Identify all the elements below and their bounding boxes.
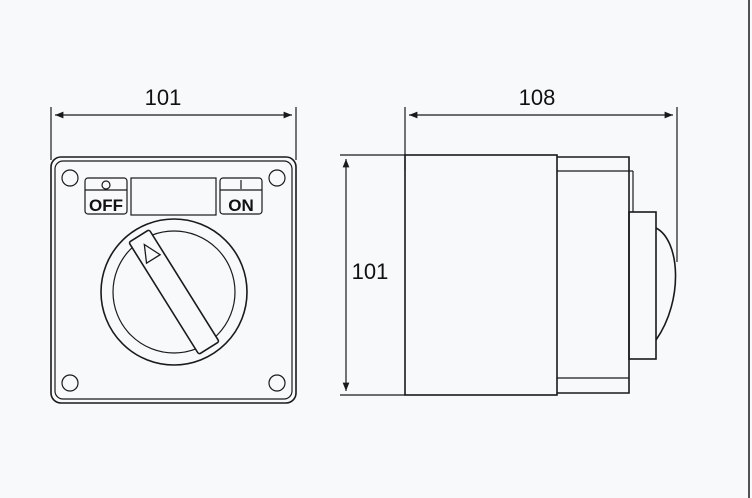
knob-inner-ring (112, 230, 236, 354)
knob-handle (128, 229, 220, 355)
mounting-hole-bottom-right (268, 374, 286, 392)
off-circle-icon (101, 180, 111, 190)
front-width-dimension: 101 (50, 85, 297, 160)
on-label: ON (228, 196, 254, 215)
knob-profile-base (628, 211, 657, 360)
off-indicator: OFF (84, 177, 128, 215)
mounting-hole-top-right (268, 169, 286, 187)
side-body (404, 154, 558, 396)
side-view: 108 101 (340, 85, 678, 396)
knob-outer-ring (100, 218, 248, 366)
front-plate-inner (54, 160, 293, 400)
side-height-dimension: 101 (340, 154, 405, 396)
knob-arrow-icon (143, 243, 162, 265)
on-indicator: ON (219, 177, 263, 215)
mounting-hole-bottom-left (61, 374, 79, 392)
knob-profile-dome (655, 227, 677, 341)
side-height-label: 101 (352, 259, 389, 284)
front-view: 101 OFF ON (50, 85, 297, 404)
rotary-knob (100, 218, 248, 366)
side-depth-dimension: 108 (404, 85, 678, 262)
front-width-label: 101 (145, 85, 182, 110)
rear-housing (557, 156, 634, 394)
mounting-hole-top-left (61, 169, 79, 187)
side-depth-label: 108 (519, 85, 556, 110)
label-window (130, 177, 217, 216)
off-label: OFF (89, 196, 123, 215)
knob-profile (628, 211, 677, 360)
front-plate-outer (50, 156, 297, 404)
